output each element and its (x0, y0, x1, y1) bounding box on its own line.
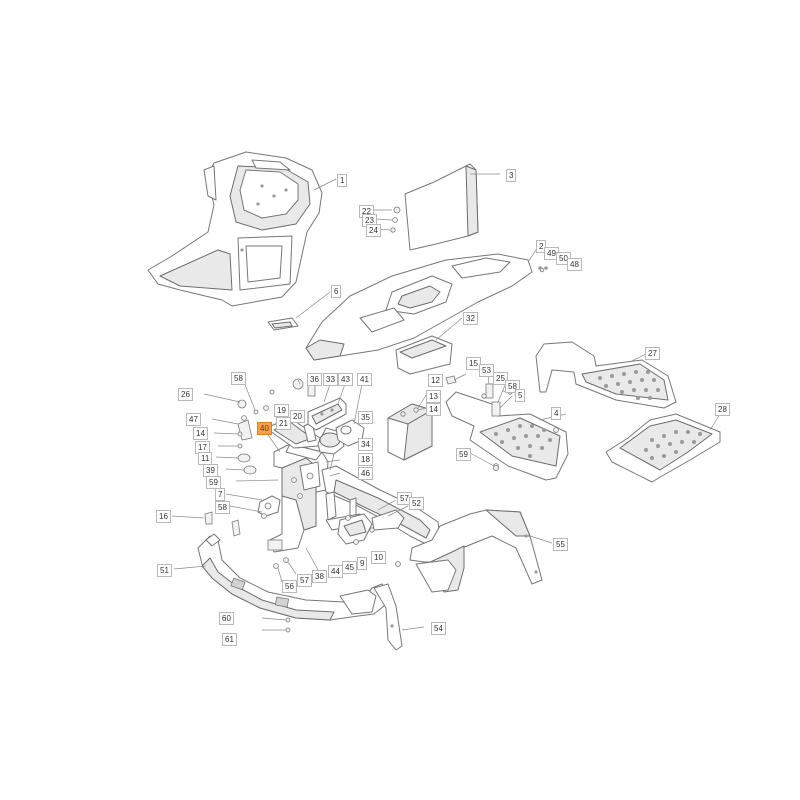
callout-47[interactable]: 47 (186, 413, 201, 426)
part-rear-fender (409, 509, 553, 593)
part-deck-plate-left (535, 341, 677, 409)
callout-57-low[interactable]: 57 (297, 574, 312, 587)
callout-59-right[interactable]: 59 (456, 448, 471, 461)
part-tray (395, 317, 463, 375)
part-front-bumper (173, 533, 425, 651)
callout-61[interactable]: 61 (222, 633, 237, 646)
callout-3[interactable]: 3 (506, 169, 517, 182)
callout-18[interactable]: 18 (358, 453, 373, 466)
callout-26[interactable]: 26 (178, 388, 193, 401)
part-small-plate (267, 291, 331, 331)
callout-34[interactable]: 34 (358, 438, 373, 451)
callout-27[interactable]: 27 (645, 347, 660, 360)
callout-40-highlighted[interactable]: 40 (257, 422, 272, 435)
part-fender-platform (305, 249, 548, 361)
callout-6[interactable]: 6 (331, 285, 342, 298)
callout-4[interactable]: 4 (551, 407, 562, 420)
part-steering-column (265, 417, 329, 553)
callout-36[interactable]: 36 (307, 373, 322, 386)
callout-12[interactable]: 12 (428, 374, 443, 387)
callout-28[interactable]: 28 (715, 403, 730, 416)
callout-25[interactable]: 25 (493, 372, 508, 385)
callout-14-left[interactable]: 14 (193, 427, 208, 440)
callout-58-mid[interactable]: 58 (215, 501, 230, 514)
part-hood-console (147, 151, 337, 307)
part-deck-plate-center (445, 391, 569, 481)
callout-13[interactable]: 13 (426, 390, 441, 403)
callout-7[interactable]: 7 (215, 488, 226, 501)
part-battery (387, 394, 433, 461)
callout-10[interactable]: 10 (371, 551, 386, 564)
callout-32[interactable]: 32 (463, 312, 478, 325)
part-dash-controls (292, 378, 365, 455)
callout-19[interactable]: 19 (274, 404, 289, 417)
callout-35[interactable]: 35 (358, 411, 373, 424)
part-hardware-misc (469, 267, 545, 471)
callout-51[interactable]: 51 (157, 564, 172, 577)
part-hardware-left (171, 493, 401, 633)
callout-38[interactable]: 38 (312, 570, 327, 583)
callout-9[interactable]: 9 (357, 557, 368, 570)
callout-33[interactable]: 33 (323, 373, 338, 386)
callout-53[interactable]: 53 (479, 364, 494, 377)
callout-14-right[interactable]: 14 (426, 403, 441, 416)
callout-45[interactable]: 45 (342, 561, 357, 574)
part-deck-plate-right (605, 413, 721, 483)
callout-15[interactable]: 15 (466, 357, 481, 370)
callout-54[interactable]: 54 (431, 622, 446, 635)
callout-59-left[interactable]: 59 (206, 476, 221, 489)
callout-43[interactable]: 43 (338, 373, 353, 386)
callout-1[interactable]: 1 (337, 174, 348, 187)
callout-44[interactable]: 44 (328, 565, 343, 578)
callout-16[interactable]: 16 (156, 510, 171, 523)
part-hardware-column (203, 381, 341, 482)
callout-56[interactable]: 56 (282, 580, 297, 593)
callout-55[interactable]: 55 (553, 538, 568, 551)
callout-41[interactable]: 41 (357, 373, 372, 386)
part-curved-panel (404, 163, 500, 251)
callout-20[interactable]: 20 (290, 410, 305, 423)
part-hardware-right (445, 373, 513, 417)
callout-24[interactable]: 24 (366, 224, 381, 237)
callout-48[interactable]: 48 (567, 258, 582, 271)
callout-21[interactable]: 21 (276, 417, 291, 430)
callout-52[interactable]: 52 (409, 497, 424, 510)
part-screws-22-24 (371, 206, 401, 233)
callout-46[interactable]: 46 (358, 467, 373, 480)
callout-2[interactable]: 2 (536, 240, 547, 253)
callout-60[interactable]: 60 (219, 612, 234, 625)
callout-58-top[interactable]: 58 (231, 372, 246, 385)
callout-5[interactable]: 5 (515, 389, 526, 402)
